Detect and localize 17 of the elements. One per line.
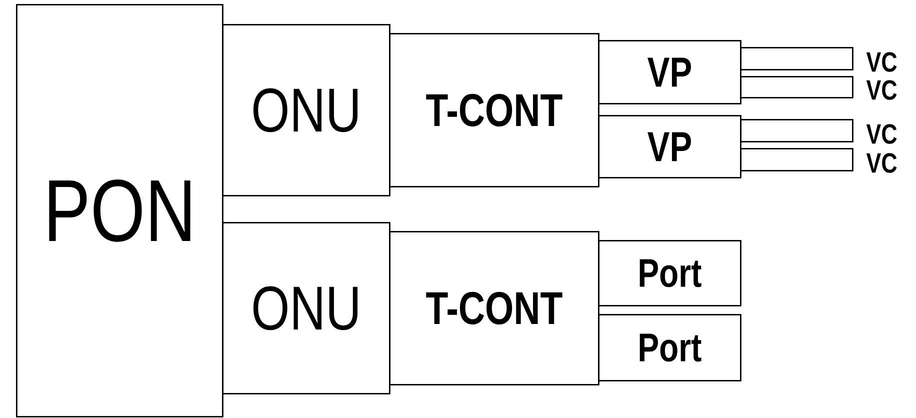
box-label: VC xyxy=(866,124,897,144)
container-box: T-CONT xyxy=(389,33,600,188)
onu-box: ONU xyxy=(222,222,390,394)
onu-box: ONU xyxy=(222,24,390,196)
path-box: VP xyxy=(598,40,742,104)
box-label: VC xyxy=(866,153,897,173)
small-box xyxy=(740,119,854,142)
network-box: PON xyxy=(16,4,224,418)
box-label: VC xyxy=(866,52,897,72)
box-label: VC xyxy=(866,80,897,100)
path-box: VP xyxy=(598,115,742,178)
port-box: Port xyxy=(598,240,742,306)
port-box: Port xyxy=(598,314,742,382)
small-box xyxy=(740,76,854,98)
small-box xyxy=(740,148,854,172)
container-box: T-CONT xyxy=(389,231,600,386)
small-box xyxy=(740,47,854,70)
